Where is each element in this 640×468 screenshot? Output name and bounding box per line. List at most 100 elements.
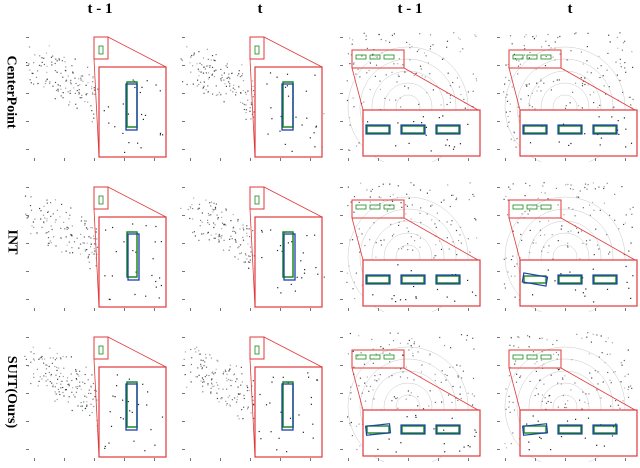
prediction-box [365, 124, 391, 135]
inset-point [611, 116, 613, 118]
inset-point [528, 449, 530, 451]
scene-plot [24, 186, 167, 311]
scene-plot [182, 336, 323, 461]
inset-point [141, 113, 143, 116]
inset-point [307, 372, 309, 374]
inset-point [159, 90, 161, 92]
inset-point [124, 151, 126, 153]
inset-point [271, 381, 273, 383]
inset-point [306, 117, 308, 119]
axis-tick [190, 458, 191, 461]
inset-point [471, 291, 474, 293]
zoom-connector [249, 208, 256, 308]
inset-point [135, 271, 137, 273]
lidar-ring [347, 196, 469, 312]
axis-tick [26, 149, 29, 150]
inset-point [284, 143, 286, 145]
axis-tick [497, 421, 500, 422]
inset-point [129, 410, 131, 412]
inset-point [147, 391, 149, 393]
zoom-connector [351, 367, 364, 411]
axis-tick [497, 393, 500, 394]
inset-point [312, 437, 314, 439]
inset-point [159, 277, 161, 279]
ground-truth-box [401, 275, 425, 284]
zoom-connector [93, 208, 100, 308]
inset-point [526, 423, 528, 425]
axis-tick [565, 458, 566, 461]
scene-plot [497, 32, 638, 162]
inset-point [315, 126, 317, 128]
inset-point [159, 134, 161, 136]
inset-point [270, 431, 272, 433]
inset-point [145, 225, 147, 227]
zoom-inset [254, 366, 323, 458]
inset-point [562, 123, 565, 125]
axis-tick [182, 243, 185, 244]
axis-tick [497, 149, 500, 150]
inset-point [259, 393, 261, 396]
inset-point [582, 277, 584, 279]
ground-truth-box [366, 425, 390, 434]
mini-gt-box [369, 204, 381, 210]
inset-point [280, 292, 282, 294]
inset-point [312, 423, 314, 425]
mini-gt-box [383, 354, 395, 360]
inset-point [425, 126, 427, 128]
zoom-connector [403, 67, 479, 111]
inset-point [406, 416, 408, 418]
inset-point [158, 297, 160, 299]
inset-point [632, 275, 634, 277]
axis-tick [497, 271, 500, 272]
axis-tick [310, 458, 311, 461]
axis-tick [497, 243, 500, 244]
inset-point [433, 428, 435, 430]
row-label-centerpoint: CenterPoint [4, 55, 19, 129]
axis-tick [34, 458, 35, 461]
axis-tick [182, 299, 185, 300]
zoom-source-box [249, 336, 265, 360]
panel-centerpoint-scene-b-t [495, 22, 640, 162]
inset-point [276, 449, 278, 451]
axis-tick [438, 458, 439, 461]
inset-point [391, 298, 393, 300]
inset-point [421, 122, 423, 124]
mini-gt-box [512, 54, 524, 60]
inset-point [560, 273, 562, 275]
inset-point [267, 133, 269, 135]
inset-point [550, 449, 552, 451]
inset-point [127, 113, 129, 115]
inset-point [258, 430, 260, 433]
axis-tick [182, 421, 185, 422]
prediction-box [365, 274, 391, 285]
inset-point [144, 450, 146, 452]
axis-tick [497, 337, 500, 338]
inset-point [443, 443, 445, 445]
ground-truth-box [126, 231, 138, 278]
ground-truth-box [401, 125, 425, 134]
axis-tick [497, 93, 500, 94]
prediction-box [400, 274, 426, 285]
axis-tick [468, 458, 469, 461]
inset-point [448, 145, 450, 147]
inset-point [315, 125, 317, 127]
prediction-box [435, 424, 461, 435]
zoom-connector [249, 58, 256, 158]
panel-centerpoint-scene-a-t-minus-1 [24, 22, 169, 162]
mini-gt-box [355, 204, 367, 210]
inset-point [146, 80, 148, 82]
inset-point [155, 286, 157, 288]
axis-tick [220, 308, 221, 311]
ground-truth-box [366, 275, 390, 284]
inset-point [108, 122, 110, 124]
axis-tick [505, 158, 506, 161]
axis-tick [340, 393, 343, 394]
inset-point [566, 420, 569, 422]
row-label-suit: SUIT(Ours) [4, 355, 20, 429]
zoom-connector [560, 217, 636, 261]
ground-truth-box [558, 125, 582, 134]
inset-point [568, 144, 570, 146]
axis-tick [340, 299, 343, 300]
zoom-connector [93, 58, 100, 158]
axis-tick [182, 337, 185, 338]
